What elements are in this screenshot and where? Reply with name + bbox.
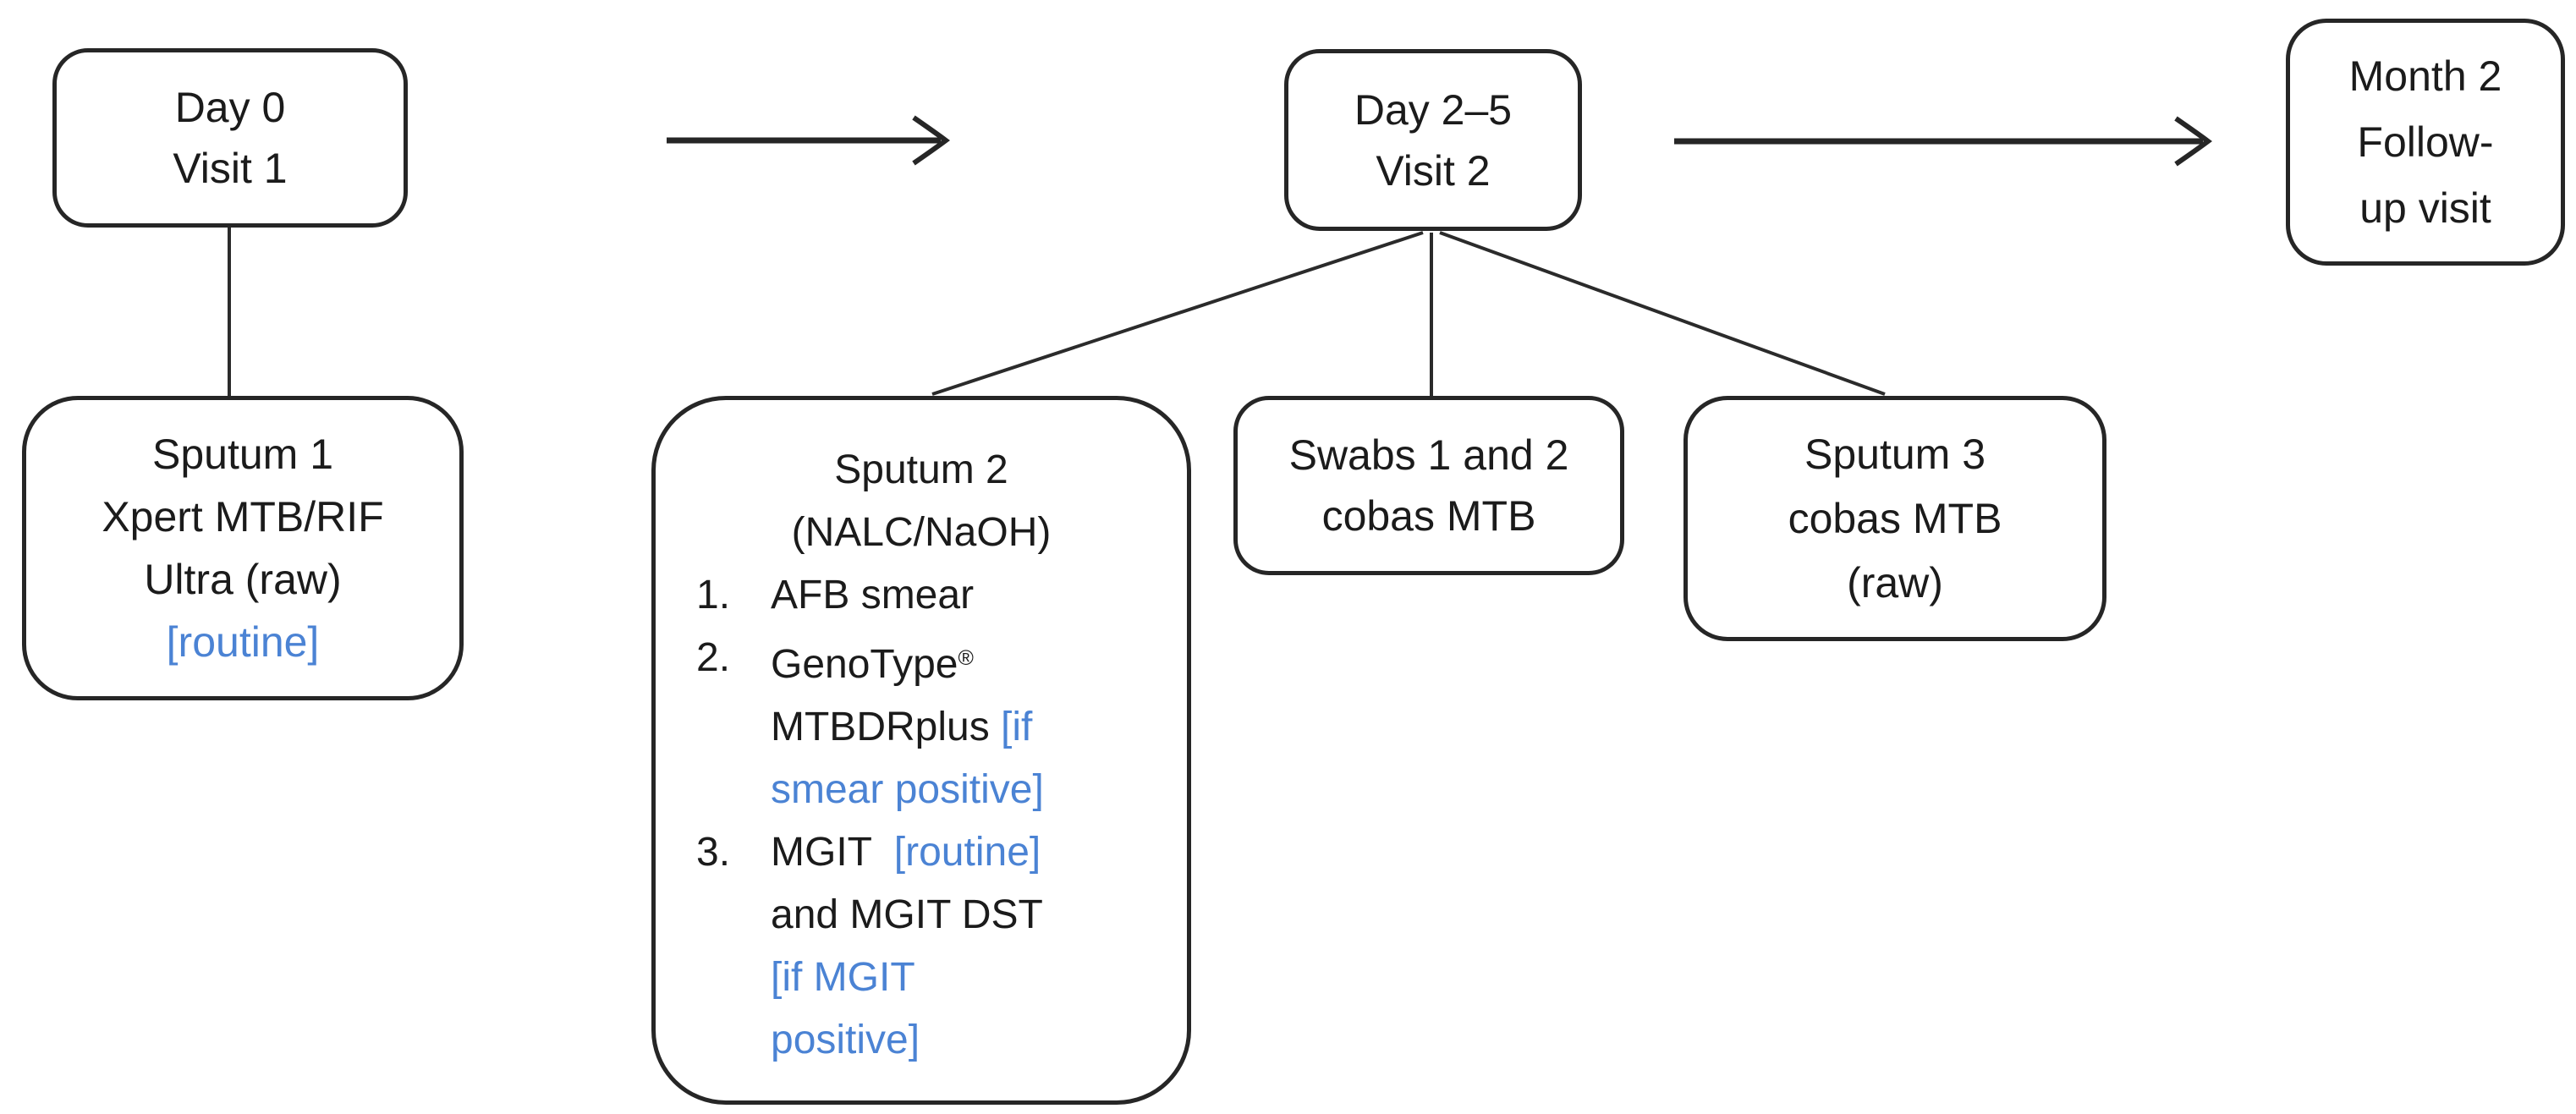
text-line: Swabs 1 and 2 [1288, 431, 1569, 479]
text-line: Day 2–5 [1354, 85, 1513, 134]
list-item-text: GenoType® MTBDRplus [if smear positive] [771, 627, 1187, 821]
arrow-visit1-to-visit2 [667, 115, 951, 166]
text-line: cobas MTB [1788, 495, 2002, 542]
arrow-visit2-to-month2 [1674, 116, 2213, 167]
sputum2-test-list: 1. AFB smear 2. GenoType® MTBDRplus [if smear… [656, 564, 1187, 1072]
list-item: 3. MGIT [routine] and MGIT DST [if MGIT posi… [696, 821, 1187, 1072]
text-line: MTBDRplus [if [771, 704, 1033, 749]
swabs-box: Swabs 1 and 2 cobas MTB [1233, 396, 1624, 575]
text-line: Month 2 [2348, 52, 2502, 100]
text-line: [if MGIT [771, 954, 915, 1000]
sputum2-header: Sputum 2 (NALC/NaOH) [792, 439, 1052, 564]
text-line: Day 0 [174, 84, 286, 131]
list-item-number: 2. [696, 635, 731, 680]
text-line: (NALC/NaOH) [791, 510, 1052, 555]
text-line: Ultra (raw) [144, 556, 342, 603]
list-item: 2. GenoType® MTBDRplus [if smear positive] [696, 627, 1187, 821]
list-item-text: MGIT [routine] and MGIT DST [if MGIT positi… [771, 821, 1187, 1072]
month2-followup-box: Month 2 Follow-up visit [2286, 19, 2565, 266]
text-line: MGIT [routine] [771, 829, 1041, 875]
text-line: Sputum 1 [151, 431, 333, 478]
connector-visit2-sputum2 [931, 231, 1424, 396]
list-item: 1. AFB smear [696, 564, 1187, 627]
text-line: Sputum 3 [1804, 431, 1986, 478]
sputum1-box: Sputum 1 Xpert MTB/RIF Ultra (raw) [routine… [22, 396, 464, 700]
sputum3-box: Sputum 3 cobas MTB (raw) [1683, 396, 2106, 641]
text-line: [routine] [166, 618, 320, 666]
text-line: Follow- [2357, 118, 2494, 166]
list-item-number: 1. [696, 573, 731, 617]
sputum2-box: Sputum 2 (NALC/NaOH) 1. AFB smear 2. GenoTyp… [651, 396, 1191, 1105]
visit1-box: Day 0 Visit 1 [52, 48, 408, 228]
list-item-text: AFB smear [771, 564, 1187, 627]
text-line: Visit 1 [173, 145, 288, 192]
text-line: up visit [2359, 184, 2491, 232]
text-line: GenoType® [771, 641, 974, 687]
arrowhead-icon [2174, 116, 2213, 167]
text-line: (raw) [1847, 559, 1943, 606]
connector-visit2-sputum3 [1439, 231, 1886, 396]
text-line: AFB smear [771, 573, 975, 617]
text-line: positive] [771, 1017, 920, 1062]
text-line: Sputum 2 [834, 447, 1008, 492]
text-line: Visit 2 [1376, 146, 1491, 195]
text-line: smear positive] [771, 766, 1044, 812]
text-line: and MGIT DST [771, 892, 1043, 937]
list-item-number: 3. [696, 829, 731, 875]
text-line: Xpert MTB/RIF [102, 493, 384, 541]
text-line: cobas MTB [1321, 492, 1536, 540]
arrowhead-icon [912, 115, 951, 166]
